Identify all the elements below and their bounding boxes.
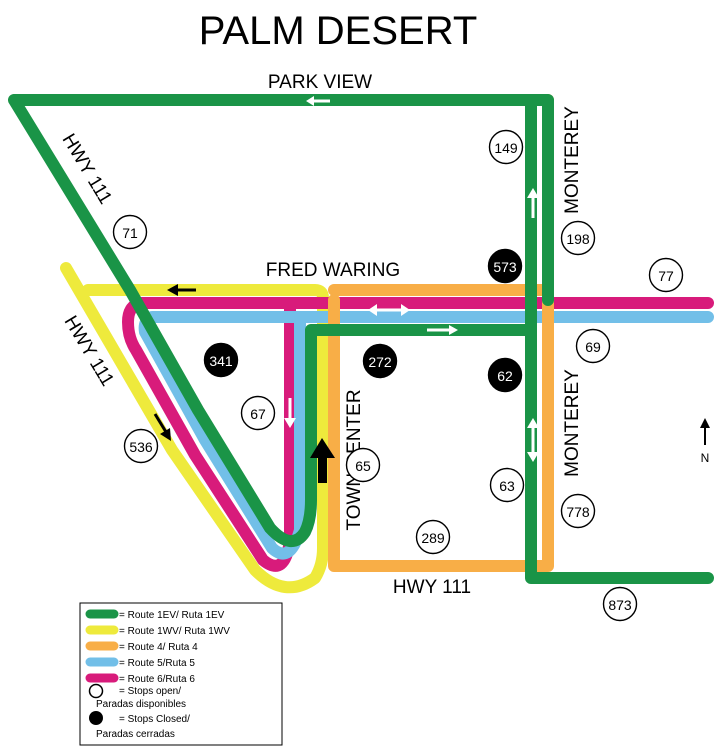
bus-stop-open: 67 (240, 395, 276, 431)
legend-closed-label-es: Paradas cerradas (96, 729, 175, 740)
stop-marker-icon (487, 357, 523, 393)
stop-marker-icon (112, 214, 148, 250)
street-label-fred-waring: FRED WARING (266, 260, 400, 281)
legend-route-4: = Route 4/ Ruta 4 (85, 641, 198, 653)
legend-closed-label: = Stops Closed/ (119, 714, 190, 725)
direction-arrows (153, 96, 539, 483)
bus-stops: 149 198 71 573 77 341 272 62 69 67 536 65 63 778 289 87… (112, 129, 684, 622)
legend-route-6: = Route 6/Ruta 6 (85, 673, 195, 685)
stop-number: 71 (122, 225, 138, 241)
legend-route-label: = Route 1WV/ Ruta 1WV (119, 626, 230, 637)
stop-number: 341 (209, 353, 233, 369)
route-yellow-line (60, 262, 329, 594)
bus-stop-closed: 573 (487, 248, 523, 284)
stop-number: 67 (250, 406, 266, 422)
compass-label: N (701, 451, 710, 465)
bus-stop-open: 63 (489, 467, 525, 503)
legend-route-label: = Route 5/Ruta 5 (119, 658, 195, 669)
stop-number: 77 (658, 268, 674, 284)
stop-marker-icon (345, 447, 381, 483)
stop-marker-icon (489, 467, 525, 503)
map-title: PALM DESERT (199, 9, 478, 53)
stop-number: 62 (497, 368, 513, 384)
legend-route-label: = Route 6/Ruta 6 (119, 674, 195, 685)
street-label-hwy111-south: HWY 111 (393, 577, 471, 598)
stop-number: 536 (129, 439, 153, 455)
street-label-monterey-south: MONTEREY (562, 369, 583, 477)
arrow-double-horizontal-icon (368, 304, 410, 316)
route-magenta-line (122, 297, 714, 572)
route-green-line (8, 94, 714, 584)
bus-stop-open: 198 (560, 220, 596, 256)
legend-route-label: = Route 1EV/ Ruta 1EV (119, 610, 225, 621)
bus-stop-open: 536 (123, 428, 159, 464)
stop-marker-icon (240, 395, 276, 431)
stop-marker-icon (362, 343, 398, 379)
stop-number: 149 (494, 140, 518, 156)
stop-marker-icon (560, 493, 596, 529)
stop-number: 63 (499, 478, 515, 494)
stop-marker-icon (488, 129, 524, 165)
stop-marker-icon (487, 248, 523, 284)
bus-stop-open: 289 (415, 519, 451, 555)
legend-route-1ev: = Route 1EV/ Ruta 1EV (85, 609, 225, 621)
stop-marker-icon (648, 257, 684, 293)
arrow-left-icon (167, 284, 196, 296)
legend-open-stop-icon (88, 683, 104, 699)
stop-marker-icon (575, 328, 611, 364)
stop-number: 573 (493, 259, 517, 275)
route-orange-line (328, 94, 554, 572)
stop-number: 272 (368, 354, 392, 370)
stop-marker-icon (602, 586, 638, 622)
legend-route-1wv: = Route 1WV/ Ruta 1WV (85, 625, 230, 637)
stop-number: 778 (566, 504, 590, 520)
bus-stop-open: 65 (345, 447, 381, 483)
street-label-monterey-north: MONTEREY (562, 106, 583, 214)
stop-number: 69 (585, 339, 601, 355)
north-compass: N (700, 418, 710, 465)
legend-open-label: = Stops open/ (119, 686, 181, 697)
stop-number: 873 (608, 597, 632, 613)
bus-stop-open: 77 (648, 257, 684, 293)
bus-stop-open: 71 (112, 214, 148, 250)
street-label-park-view: PARK VIEW (268, 72, 372, 93)
stop-marker-icon (560, 220, 596, 256)
stop-marker-icon (123, 428, 159, 464)
arrow-double-vertical-icon (527, 418, 539, 462)
bus-stop-closed: 272 (362, 343, 398, 379)
bus-stop-open: 873 (602, 586, 638, 622)
stop-number: 198 (566, 231, 590, 247)
legend-open-label-es: Paradas disponibles (96, 699, 186, 710)
bus-stop-open: 149 (488, 129, 524, 165)
bus-stop-open: 778 (560, 493, 596, 529)
arrow-right-icon (427, 325, 458, 335)
arrow-left-icon (306, 96, 330, 106)
stop-marker-icon (415, 519, 451, 555)
arrow-diagonal-icon (153, 413, 171, 441)
bus-stop-closed: 62 (487, 357, 523, 393)
bus-stop-open: 69 (575, 328, 611, 364)
stop-marker-icon (203, 342, 239, 378)
route-lines (8, 94, 714, 594)
legend: = Route 1EV/ Ruta 1EV = Route 1WV/ Ruta 1… (79, 602, 283, 746)
arrow-up-icon (527, 188, 539, 218)
arrow-up-icon (310, 438, 335, 483)
stop-number: 289 (421, 530, 445, 546)
legend-route-label: = Route 4/ Ruta 4 (119, 642, 198, 653)
bus-stop-closed: 341 (203, 342, 239, 378)
legend-closed-stop-icon (89, 711, 103, 725)
arrow-down-icon (284, 398, 296, 428)
legend-route-5: = Route 5/Ruta 5 (85, 657, 195, 669)
stop-number: 65 (355, 458, 371, 474)
